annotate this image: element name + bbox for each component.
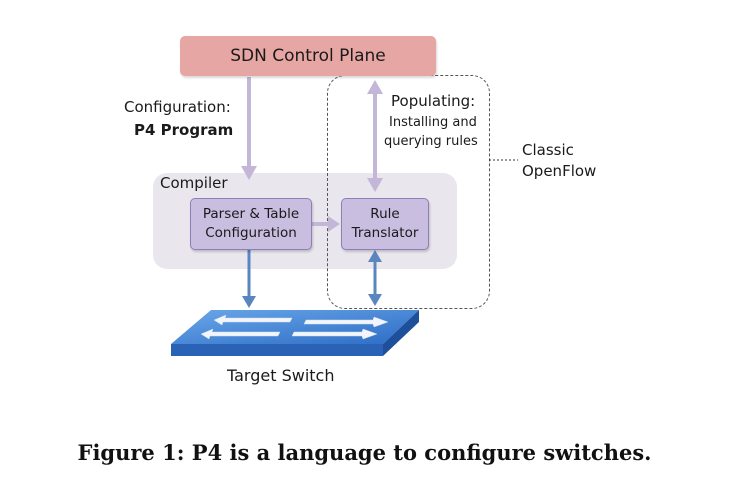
rule-to-switch-arrow bbox=[368, 250, 382, 306]
p4-program-label: P4 Program bbox=[134, 121, 234, 139]
openflow-label: OpenFlow bbox=[522, 162, 597, 180]
sdn-control-plane-label: SDN Control Plane bbox=[230, 46, 386, 66]
parser-to-switch-arrow bbox=[242, 249, 256, 308]
populating-arrow bbox=[367, 80, 383, 192]
sdn-control-plane-box: SDN Control Plane bbox=[180, 36, 436, 76]
rule-translator-box: Rule Translator bbox=[341, 198, 429, 250]
rule-box-line1: Rule bbox=[370, 206, 400, 222]
target-switch-label: Target Switch bbox=[227, 366, 335, 385]
figure-caption: Figure 1: P4 is a language to configure … bbox=[77, 440, 652, 465]
target-switch-icon bbox=[171, 310, 419, 356]
parser-box-line2: Configuration bbox=[205, 225, 297, 241]
config-arrow bbox=[241, 77, 257, 180]
parser-table-config-box: Parser & Table Configuration bbox=[190, 198, 312, 250]
classic-label: Classic bbox=[522, 141, 574, 159]
parser-to-rule-arrow bbox=[311, 216, 340, 232]
configuration-label: Configuration: bbox=[124, 98, 231, 116]
querying-label: querying rules bbox=[384, 134, 478, 149]
compiler-label: Compiler bbox=[160, 174, 228, 192]
installing-label: Installing and bbox=[389, 115, 477, 130]
parser-box-line1: Parser & Table bbox=[202, 206, 300, 222]
rule-box-line2: Translator bbox=[351, 225, 419, 241]
populating-label: Populating: bbox=[391, 92, 476, 110]
